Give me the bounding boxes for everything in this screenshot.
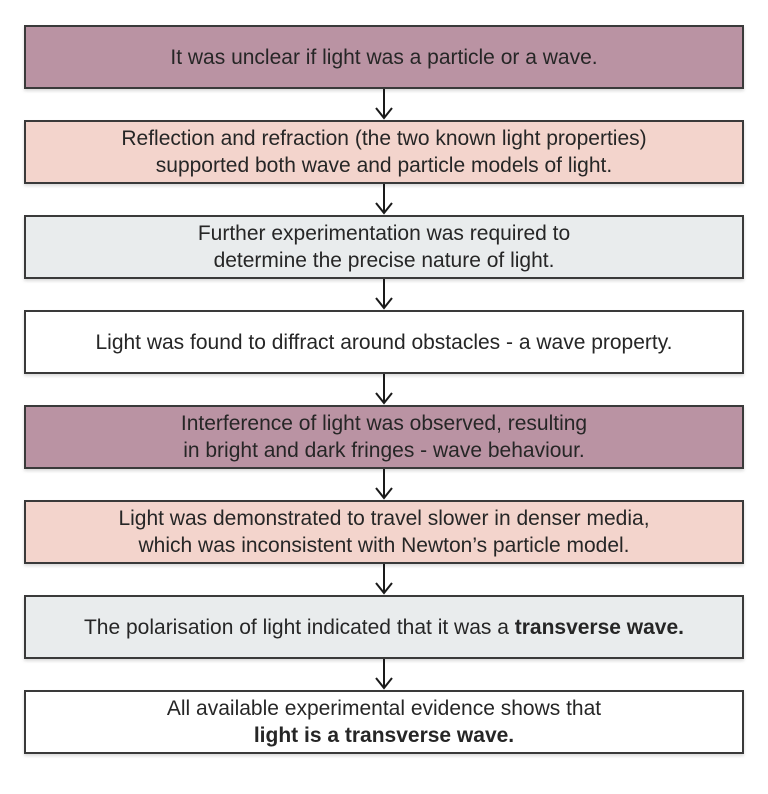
flow-step-6: Light was demonstrated to travel slower … [24, 500, 744, 564]
flow-step-text: All available experimental evidence show… [166, 697, 602, 720]
bold-text: transverse wave. [514, 615, 685, 639]
flow-step-text: which was inconsistent with Newton’s par… [138, 534, 630, 557]
flow-step-text: light is a transverse wave. [254, 722, 514, 749]
down-arrow-icon [375, 659, 393, 690]
flow-step-text: It was unclear if light was a particle o… [170, 45, 598, 69]
flow-step-text: in bright and dark fringes - wave behavi… [183, 439, 585, 462]
down-arrow-icon [375, 374, 393, 405]
down-arrow-icon [375, 184, 393, 215]
flow-step-3: Further experimentation was required to … [24, 215, 744, 279]
flow-step-text: Light was demonstrated to travel slower … [118, 507, 650, 530]
down-arrow-icon [375, 564, 393, 595]
flow-step-7: The polarisation of light indicated that… [24, 595, 744, 659]
flow-step-text: Reflection and refraction (the two known… [121, 127, 647, 150]
bold-text: light is a transverse wave. [253, 724, 515, 747]
flow-step-text: Further experimentation was required to [197, 222, 571, 245]
flow-step-text: Interference of light was observed, resu… [180, 412, 588, 435]
flow-step-1: It was unclear if light was a particle o… [24, 25, 744, 89]
flow-step-text: supported both wave and particle models … [155, 154, 613, 177]
flow-step-8: All available experimental evidence show… [24, 690, 744, 754]
flow-step-5: Interference of light was observed, resu… [24, 405, 744, 469]
flow-step-4: Light was found to diffract around obsta… [24, 310, 744, 374]
flow-step-text: Light was found to diffract around obsta… [95, 330, 673, 354]
down-arrow-icon [375, 279, 393, 310]
flow-step-text: determine the precise nature of light. [213, 249, 555, 272]
flowchart: It was unclear if light was a particle o… [24, 25, 744, 754]
down-arrow-icon [375, 469, 393, 500]
flow-step-text: The polarisation of light indicated that… [83, 615, 685, 639]
flow-step-2: Reflection and refraction (the two known… [24, 120, 744, 184]
down-arrow-icon [375, 89, 393, 120]
